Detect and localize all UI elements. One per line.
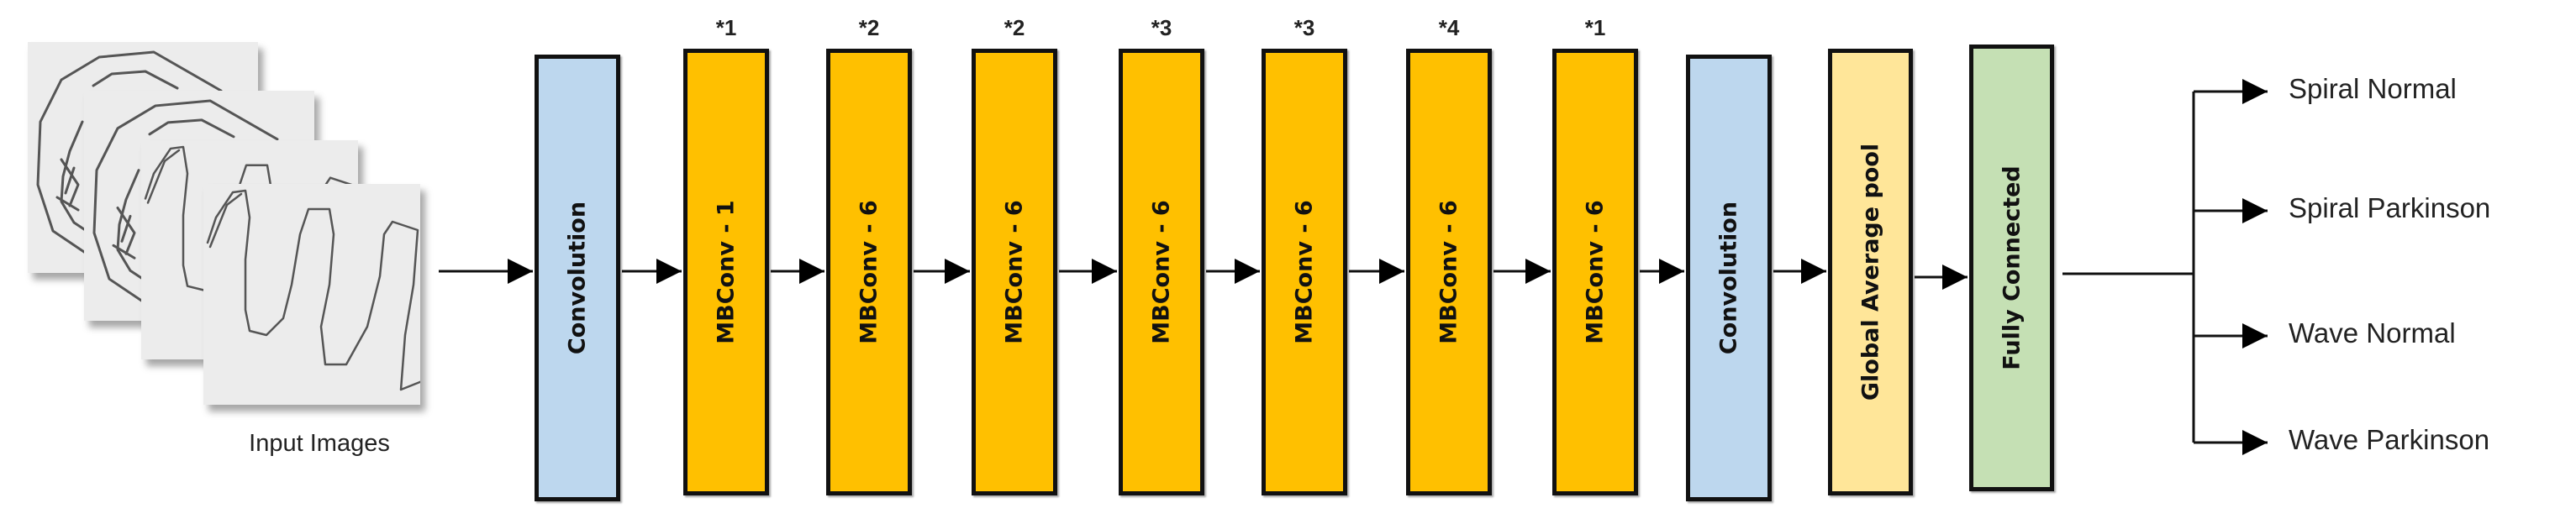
- layer-block-global-avg-pool: Global Average pool: [1828, 49, 1913, 495]
- input-images-label: Input Images: [249, 430, 390, 457]
- layer-label: MBConv - 6: [1291, 200, 1318, 344]
- layer-label: Fully Connected: [1999, 165, 2025, 370]
- layer-block-mbconv-6-e: MBConv - 6: [1406, 49, 1492, 495]
- output-class-label: Wave Parkinson: [2289, 424, 2490, 455]
- layer-label: Convolution: [1715, 201, 1742, 355]
- repeat-count-label: *1: [715, 15, 737, 40]
- repeat-count-label: *1: [1584, 15, 1606, 40]
- repeat-count-label: *2: [1004, 15, 1025, 40]
- layer-label: MBConv - 6: [1148, 200, 1175, 344]
- layer-block-fully-connected: Fully Connected: [1969, 45, 2054, 491]
- layer-block-conv-head: Convolution: [1686, 55, 1772, 501]
- input-image-wave-2: [203, 184, 420, 405]
- layer-block-mbconv-6-c: MBConv - 6: [1119, 49, 1204, 495]
- layer-block-mbconv-6-a: MBConv - 6: [826, 49, 912, 495]
- layer-block-mbconv-6-b: MBConv - 6: [972, 49, 1057, 495]
- layer-label: MBConv - 6: [1001, 200, 1028, 344]
- output-class-label: Spiral Parkinson: [2289, 192, 2491, 223]
- output-class-label: Wave Normal: [2289, 317, 2456, 348]
- layer-block-mbconv-6-f: MBConv - 6: [1552, 49, 1638, 495]
- layer-block-conv-stem: Convolution: [535, 55, 620, 501]
- layer-label: MBConv - 1: [713, 200, 740, 344]
- repeat-count-label: *2: [858, 15, 880, 40]
- repeat-count-label: *3: [1293, 15, 1315, 40]
- repeat-count-label: *3: [1151, 15, 1172, 40]
- repeat-count-label: *4: [1438, 15, 1460, 40]
- layer-label: MBConv - 6: [856, 200, 882, 344]
- layer-label: MBConv - 6: [1582, 200, 1609, 344]
- layer-label: Convolution: [564, 201, 591, 355]
- layer-label: Global Average pool: [1857, 143, 1883, 401]
- layer-label: MBConv - 6: [1436, 200, 1462, 344]
- layer-block-mbconv-1: MBConv - 1: [683, 49, 769, 495]
- output-class-label: Spiral Normal: [2289, 73, 2457, 104]
- layer-block-mbconv-6-d: MBConv - 6: [1262, 49, 1347, 495]
